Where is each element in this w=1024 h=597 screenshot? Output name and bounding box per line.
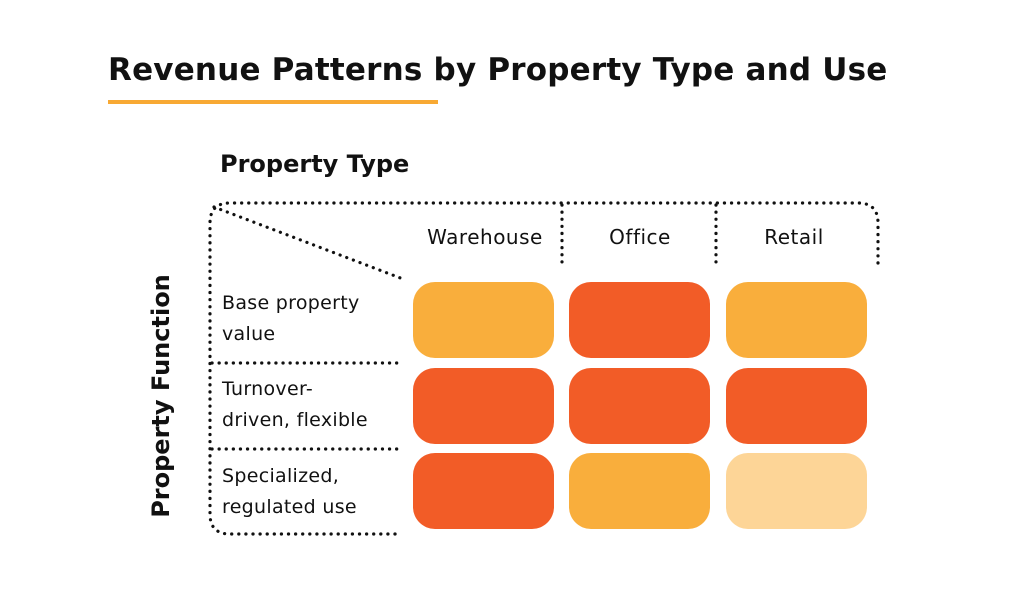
cell-base-office (569, 282, 710, 358)
column-axis-label: Property Type (220, 150, 410, 178)
cell-turnover-retail (726, 368, 867, 444)
column-header-office: Office (609, 225, 671, 249)
row-label-turnover-driven: Turnover- driven, flexible (222, 374, 402, 436)
row-label-line: value (222, 323, 276, 345)
cell-base-warehouse (413, 282, 554, 358)
row-label-line: Base property (222, 292, 360, 314)
cell-base-retail (726, 282, 867, 358)
page-title: Revenue Patterns by Property Type and Us… (108, 52, 888, 88)
column-header-warehouse: Warehouse (427, 225, 543, 249)
row-label-line: Specialized, (222, 465, 340, 487)
cell-specialized-retail (726, 453, 867, 529)
column-header-retail: Retail (764, 225, 824, 249)
cell-turnover-warehouse (413, 368, 554, 444)
row-label-line: regulated use (222, 496, 357, 518)
row-label-specialized: Specialized, regulated use (222, 461, 402, 523)
row-label-line: driven, flexible (222, 409, 368, 431)
title-underline (108, 100, 438, 104)
row-label-line: Turnover- (222, 378, 313, 400)
cell-specialized-office (569, 453, 710, 529)
cell-turnover-office (569, 368, 710, 444)
header-diagonal (212, 205, 405, 281)
row-label-base-property-value: Base property value (222, 288, 402, 350)
cell-specialized-warehouse (413, 453, 554, 529)
